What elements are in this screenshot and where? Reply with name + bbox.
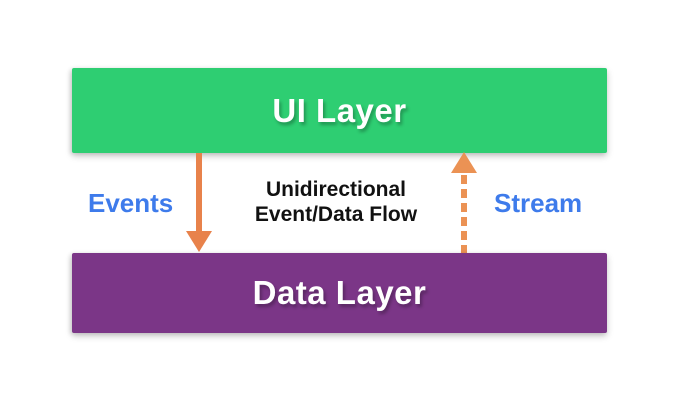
events-flow-arrow (186, 153, 212, 252)
stream-flow-arrow (451, 152, 477, 253)
up-arrowhead-icon (451, 152, 477, 173)
solid-arrow-shaft (196, 153, 202, 233)
data-layer-box: Data Layer (72, 253, 607, 333)
data-layer-label: Data Layer (252, 274, 427, 311)
flow-caption: Unidirectional Event/Data Flow (230, 177, 442, 227)
ui-layer-box: UI Layer (72, 68, 607, 153)
flow-caption-line1: Unidirectional (265, 178, 407, 201)
events-label: Events (88, 188, 174, 218)
dashed-arrow-shaft (461, 175, 467, 253)
flow-caption-line2: Event/Data Flow (254, 203, 418, 226)
ui-layer-label: UI Layer (272, 91, 407, 129)
stream-label: Stream (494, 188, 583, 218)
down-arrowhead-icon (186, 231, 212, 252)
